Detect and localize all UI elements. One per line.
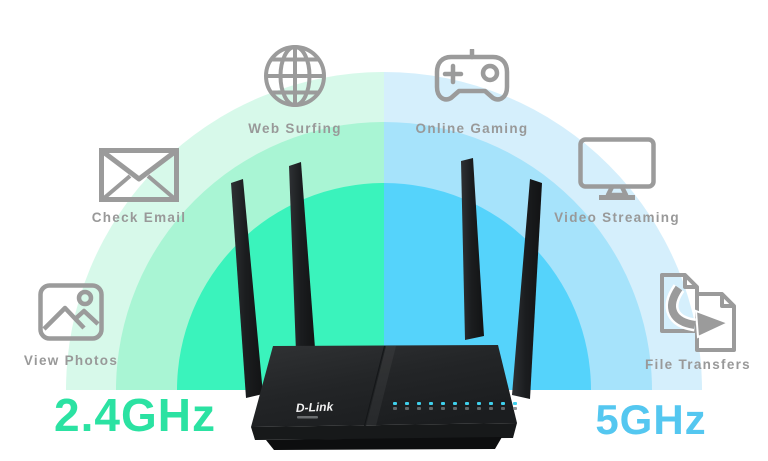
status-led	[429, 402, 433, 410]
router-seam-highlight	[365, 346, 396, 426]
feature-video-streaming: Video Streaming	[517, 137, 717, 226]
feature-web-surfing: Web Surfing	[195, 44, 395, 137]
envelope-icon	[39, 148, 239, 202]
router-antenna	[289, 162, 315, 352]
status-led	[513, 402, 517, 410]
status-led	[465, 402, 469, 410]
status-led	[393, 402, 397, 410]
led-row	[393, 402, 525, 410]
feature-check-email: Check Email	[39, 148, 239, 226]
feature-label: Online Gaming	[415, 121, 529, 136]
feature-file-transfers: File Transfers	[598, 272, 768, 373]
coverage-arcs	[66, 72, 702, 390]
feature-label: Check Email	[91, 210, 187, 225]
status-led	[453, 402, 457, 410]
feature-label: View Photos	[23, 353, 119, 368]
feature-label: Video Streaming	[554, 210, 680, 225]
feature-label: Web Surfing	[248, 121, 342, 136]
status-led	[417, 402, 421, 410]
file-transfer-icon	[598, 272, 768, 352]
router-image: D-Link	[231, 158, 542, 450]
router-seam	[364, 345, 386, 427]
router-antenna	[512, 179, 542, 399]
router-body-front	[251, 423, 517, 440]
router-body-top	[251, 345, 517, 427]
dlink-logo: D-Link	[296, 400, 335, 415]
status-led	[441, 402, 445, 410]
gamepad-icon	[372, 49, 572, 109]
router-antenna	[231, 179, 263, 398]
status-led	[501, 402, 505, 410]
band-label-5ghz: 5GHz	[595, 396, 707, 443]
feature-online-gaming: Online Gaming	[372, 49, 572, 137]
status-led	[477, 402, 481, 410]
feature-label: File Transfers	[645, 357, 751, 372]
model-text-placeholder	[297, 416, 318, 419]
status-led	[489, 402, 493, 410]
band-label-2-4ghz: 2.4GHz	[54, 389, 216, 441]
monitor-icon	[517, 137, 717, 201]
photo-icon	[0, 283, 171, 341]
router-body-base	[266, 437, 502, 450]
globe-icon	[195, 44, 395, 108]
feature-view-photos: View Photos	[0, 283, 171, 369]
status-led	[405, 402, 409, 410]
router-antenna	[461, 158, 484, 340]
